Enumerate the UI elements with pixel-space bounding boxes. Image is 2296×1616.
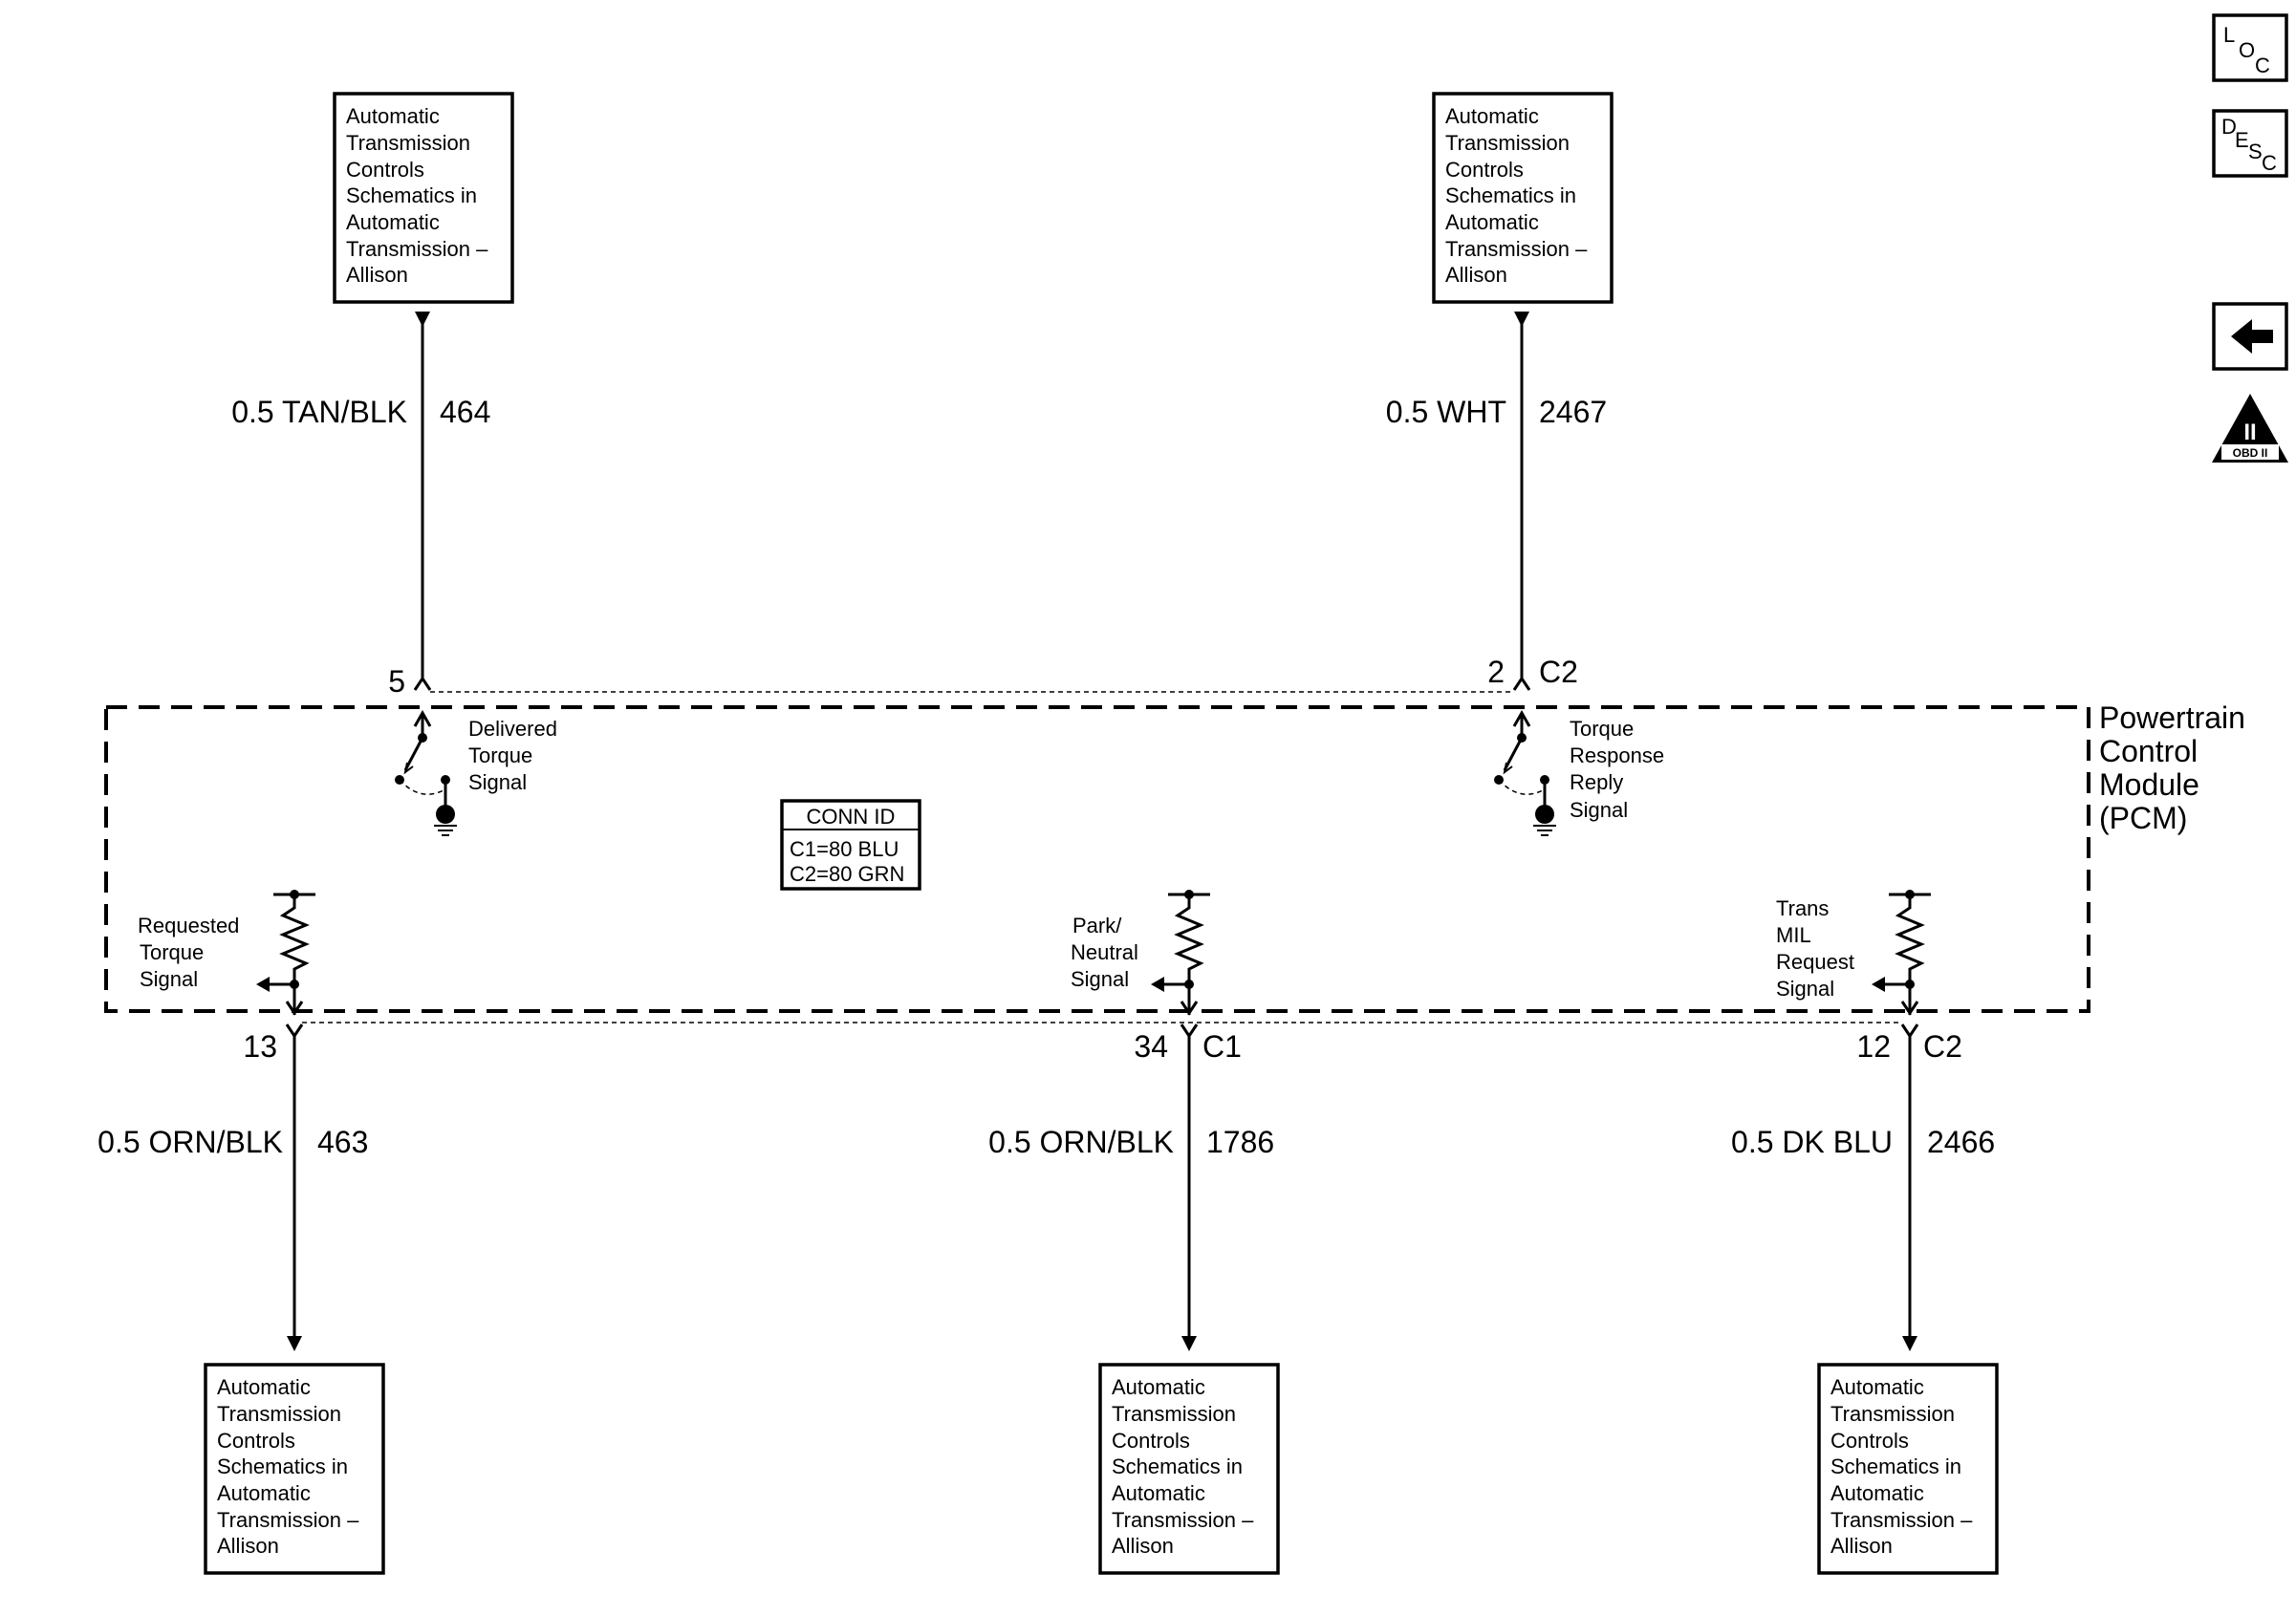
obd-ii-button[interactable]: II OBD II: [2212, 394, 2288, 463]
left-arrow-icon: [2231, 319, 2273, 354]
pcm-label: Powertrain Control Module (PCM): [2099, 700, 2254, 835]
torque-response-switch: [1494, 709, 1556, 836]
wire-top-left: [413, 312, 432, 691]
pin-number: 5: [388, 664, 405, 699]
loc-letter-o: O: [2239, 38, 2255, 62]
wire-gauge-color: 0.5 WHT: [1386, 395, 1506, 429]
ref-box-text: Automatic Transmission Controls Schemati…: [1830, 1375, 1978, 1558]
ref-box-top-right[interactable]: Automatic Transmission Controls Schemati…: [1432, 92, 1614, 304]
back-button[interactable]: [2212, 302, 2288, 371]
ref-box-bottom-middle[interactable]: Automatic Transmission Controls Schemati…: [1098, 1363, 1280, 1575]
wire-bottom-middle: [1180, 1023, 1199, 1351]
ref-box-top-left[interactable]: Automatic Transmission Controls Schemati…: [333, 92, 514, 304]
desc-letter-s: S: [2248, 140, 2263, 163]
obd-ii-triangle-icon: II OBD II: [2212, 394, 2288, 463]
loc-button[interactable]: L O C: [2212, 13, 2288, 82]
trans-mil-pullup: [1872, 890, 1931, 1016]
conn-id-box: CONN ID C1=80 BLU C2=80 GRN: [780, 799, 921, 891]
ref-box-text: Automatic Transmission Controls Schemati…: [346, 104, 493, 287]
conn-id-c1: C1=80 BLU: [790, 837, 899, 861]
torque-response-label: Torque Response Reply Signal: [1570, 717, 1670, 822]
ref-box-text: Automatic Transmission Controls Schemati…: [217, 1375, 364, 1558]
obd-mark: II: [2243, 420, 2256, 445]
wire-gauge-color: 0.5 DK BLU: [1731, 1125, 1893, 1159]
loc-letter-l: L: [2223, 23, 2235, 47]
wire-gauge-color: 0.5 ORN/BLK: [988, 1125, 1174, 1159]
requested-torque-pullup: [256, 890, 315, 1016]
desc-letter-c: C: [2262, 151, 2277, 175]
wire-gauge-color: 0.5 TAN/BLK: [231, 395, 407, 429]
pin-number: 34: [1134, 1029, 1168, 1064]
loc-letter-c: C: [2255, 54, 2270, 77]
wire-bottom-right: [1900, 1023, 1919, 1351]
conn-id-c2: C2=80 GRN: [790, 862, 904, 886]
circuit-number: 2467: [1539, 395, 1607, 429]
conn-id-header: CONN ID: [807, 805, 896, 829]
trans-mil-label: Trans MIL Request Signal: [1776, 896, 1860, 1001]
circuit-number: 2466: [1927, 1125, 1995, 1159]
requested-torque-label: Requested Torque Signal: [138, 914, 246, 991]
wire-gauge-color: 0.5 ORN/BLK: [97, 1125, 283, 1159]
wire-top-right: [1512, 312, 1531, 691]
pin-number: 13: [243, 1029, 277, 1064]
pcm-outline: [104, 705, 2090, 1013]
park-neutral-pullup: [1151, 890, 1210, 1016]
connector-id: C2: [1923, 1029, 1962, 1064]
ref-box-text: Automatic Transmission Controls Schemati…: [1112, 1375, 1259, 1558]
circuit-number: 464: [440, 395, 490, 429]
ref-box-bottom-right[interactable]: Automatic Transmission Controls Schemati…: [1817, 1363, 1999, 1575]
desc-letter-e: E: [2235, 128, 2249, 152]
delivered-torque-switch: [395, 709, 457, 836]
desc-button[interactable]: D E S C: [2212, 109, 2288, 178]
obd-label: OBD II: [2233, 446, 2268, 460]
circuit-number: 463: [317, 1125, 368, 1159]
delivered-torque-label: Delivered Torque Signal: [468, 717, 563, 794]
wire-bottom-left: [285, 1023, 304, 1351]
circuit-number: 1786: [1206, 1125, 1274, 1159]
pin-number: 2: [1487, 655, 1505, 689]
connector-id: C1: [1202, 1029, 1242, 1064]
park-neutral-label: Park/ Neutral Signal: [1071, 914, 1144, 991]
desc-letter-d: D: [2221, 115, 2237, 139]
connector-id: C2: [1539, 655, 1578, 689]
ref-box-text: Automatic Transmission Controls Schemati…: [1445, 104, 1592, 287]
ref-box-bottom-left[interactable]: Automatic Transmission Controls Schemati…: [204, 1363, 385, 1575]
pin-number: 12: [1856, 1029, 1891, 1064]
